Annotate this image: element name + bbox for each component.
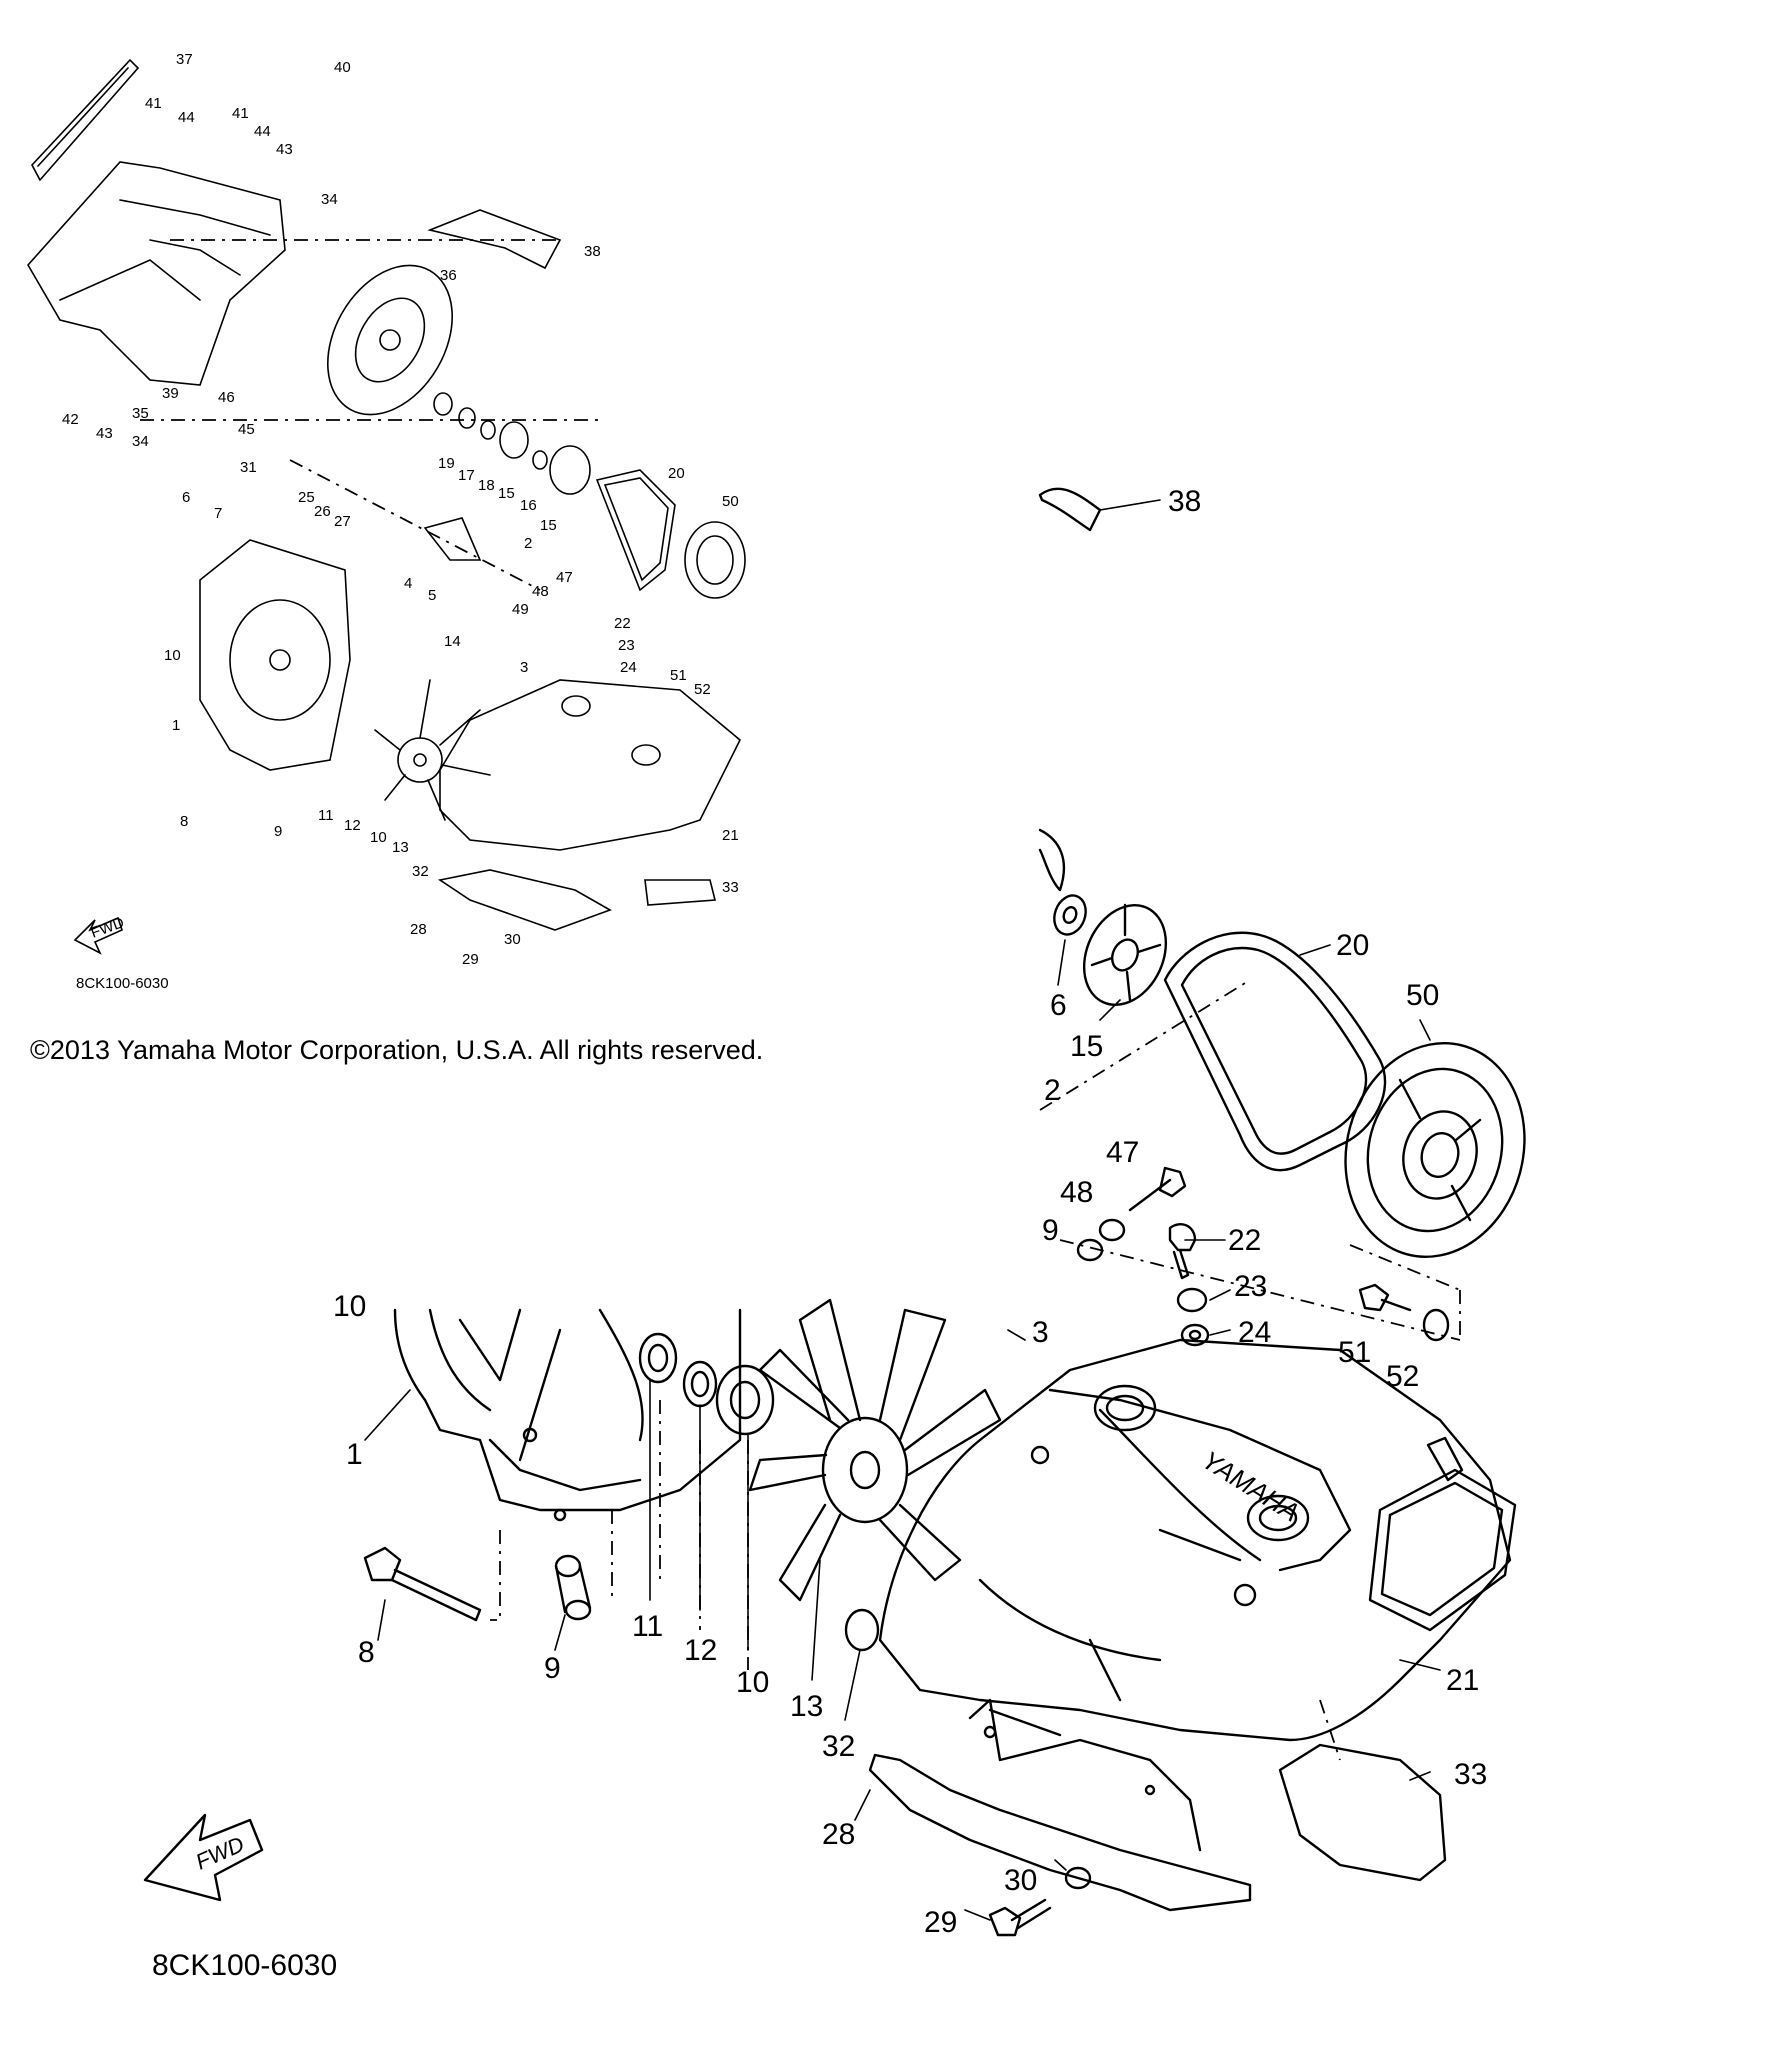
callout-35: 35 bbox=[132, 405, 149, 422]
callout-8: 8 bbox=[180, 813, 188, 830]
callout-9: 9 bbox=[544, 1652, 561, 1685]
callout-32: 32 bbox=[412, 863, 429, 880]
callout-2: 2 bbox=[524, 535, 532, 552]
callout-40: 40 bbox=[334, 59, 351, 76]
callout-22: 22 bbox=[614, 615, 631, 632]
callout-11: 11 bbox=[318, 807, 334, 824]
callout-30: 30 bbox=[1004, 1864, 1037, 1897]
callout-43: 43 bbox=[276, 141, 293, 158]
callout-38: 38 bbox=[1168, 485, 1201, 518]
callout-52: 52 bbox=[694, 681, 711, 698]
callout-34: 34 bbox=[132, 433, 149, 450]
callout-6: 6 bbox=[182, 489, 190, 506]
callout-6: 6 bbox=[1050, 989, 1067, 1022]
callout-1: 1 bbox=[346, 1438, 363, 1471]
callout-19: 19 bbox=[438, 455, 455, 472]
callout-41: 41 bbox=[145, 95, 162, 112]
callout-11: 11 bbox=[632, 1610, 663, 1643]
callout-50: 50 bbox=[722, 493, 739, 510]
detail-diagram: YAMAHA FWD bbox=[143, 487, 1526, 1937]
callout-32: 32 bbox=[822, 1730, 855, 1763]
callout-31: 31 bbox=[240, 459, 257, 476]
callout-47: 47 bbox=[556, 569, 573, 586]
callout-21: 21 bbox=[1446, 1664, 1479, 1697]
callout-16: 16 bbox=[520, 497, 537, 514]
callout-47: 47 bbox=[1106, 1136, 1139, 1169]
callout-14: 14 bbox=[444, 633, 461, 650]
callout-3: 3 bbox=[1032, 1316, 1049, 1349]
callout-49: 49 bbox=[512, 601, 529, 618]
diagram-code-large: 8CK100-6030 bbox=[152, 1949, 337, 1982]
callout-28: 28 bbox=[410, 921, 427, 938]
callout-27: 27 bbox=[334, 513, 351, 530]
diagram-code-small: 8CK100-6030 bbox=[76, 975, 169, 992]
callout-12: 12 bbox=[344, 817, 361, 834]
callout-25: 25 bbox=[298, 489, 315, 506]
callout-9: 9 bbox=[1042, 1214, 1059, 1247]
fwd-label-small: FWD bbox=[89, 914, 127, 942]
callout-29: 29 bbox=[462, 951, 479, 968]
callout-41: 41 bbox=[232, 105, 249, 122]
callout-5: 5 bbox=[428, 587, 436, 604]
overview-diagram bbox=[27, 58, 746, 955]
callout-18: 18 bbox=[478, 477, 495, 494]
callout-22: 22 bbox=[1228, 1224, 1261, 1257]
callout-10: 10 bbox=[333, 1290, 366, 1323]
callout-15: 15 bbox=[1070, 1030, 1103, 1063]
callout-44: 44 bbox=[178, 109, 195, 126]
callout-45: 45 bbox=[238, 421, 255, 438]
callout-34: 34 bbox=[321, 191, 338, 208]
callout-23: 23 bbox=[618, 637, 635, 654]
callout-33: 33 bbox=[1454, 1758, 1487, 1791]
callout-24: 24 bbox=[1238, 1316, 1271, 1349]
callout-36: 36 bbox=[440, 267, 457, 284]
callout-7: 7 bbox=[214, 505, 222, 522]
callout-38: 38 bbox=[584, 243, 601, 260]
callout-28: 28 bbox=[822, 1818, 855, 1851]
callout-20: 20 bbox=[1336, 929, 1369, 962]
callout-21: 21 bbox=[722, 827, 739, 844]
callout-13: 13 bbox=[790, 1690, 823, 1723]
callout-37: 37 bbox=[176, 51, 193, 68]
callout-8: 8 bbox=[358, 1636, 375, 1669]
detail-leaders bbox=[364, 499, 1441, 1921]
callout-4: 4 bbox=[404, 575, 412, 592]
callout-9: 9 bbox=[274, 823, 282, 840]
callout-23: 23 bbox=[1234, 1270, 1267, 1303]
callout-29: 29 bbox=[924, 1906, 957, 1939]
overview-callouts: 37 40 41 44 41 44 43 34 38 36 42 43 35 3… bbox=[62, 51, 739, 992]
callout-12: 12 bbox=[684, 1634, 717, 1667]
callout-24: 24 bbox=[620, 659, 637, 676]
callout-43: 43 bbox=[96, 425, 113, 442]
callout-50: 50 bbox=[1406, 979, 1439, 1012]
callout-15: 15 bbox=[498, 485, 515, 502]
callout-39: 39 bbox=[162, 385, 179, 402]
callout-1: 1 bbox=[172, 717, 180, 734]
callout-10: 10 bbox=[736, 1666, 769, 1699]
callout-52: 52 bbox=[1386, 1360, 1419, 1393]
callout-48: 48 bbox=[532, 583, 549, 600]
callout-26: 26 bbox=[314, 503, 331, 520]
callout-46: 46 bbox=[218, 389, 235, 406]
callout-3: 3 bbox=[520, 659, 528, 676]
copyright-notice: ©2013 Yamaha Motor Corporation, U.S.A. A… bbox=[30, 1035, 764, 1065]
callout-17: 17 bbox=[458, 467, 475, 484]
callout-10: 10 bbox=[164, 647, 181, 664]
detail-callouts: 38 20 50 6 15 2 47 48 9 22 23 24 51 52 1… bbox=[152, 485, 1487, 1982]
callout-10: 10 bbox=[370, 829, 387, 846]
callout-20: 20 bbox=[668, 465, 685, 482]
callout-44: 44 bbox=[254, 123, 271, 140]
callout-15: 15 bbox=[540, 517, 557, 534]
callout-51: 51 bbox=[1338, 1336, 1371, 1369]
callout-2: 2 bbox=[1044, 1074, 1061, 1107]
callout-33: 33 bbox=[722, 879, 739, 896]
callout-48: 48 bbox=[1060, 1176, 1093, 1209]
callout-51: 51 bbox=[670, 667, 687, 684]
callout-42: 42 bbox=[62, 411, 79, 428]
callout-13: 13 bbox=[392, 839, 409, 856]
callout-30: 30 bbox=[504, 931, 521, 948]
